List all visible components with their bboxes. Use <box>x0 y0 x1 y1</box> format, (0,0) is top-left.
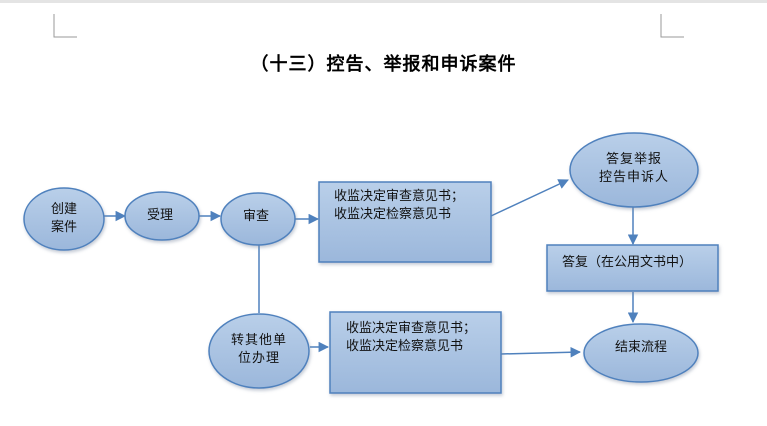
node-create-shape <box>23 187 105 251</box>
node-end-shape <box>583 323 699 383</box>
node-review-shape <box>220 192 296 246</box>
node-end-label: 结束流程 <box>614 340 667 355</box>
page-title: （十三）控告、举报和申诉案件 <box>250 54 517 75</box>
node-decision-bottom-shape <box>329 311 502 394</box>
node-reply-complainant-label: 答复举报 控告申诉人 <box>598 152 669 185</box>
arrow-decision-top-reply <box>490 179 569 217</box>
node-accept-shape <box>124 191 200 241</box>
node-decision-bottom-label: 收监决定审查意见书； 收监决定检察意见书 <box>346 321 477 354</box>
node-review-label: 审查 <box>242 209 269 224</box>
window-top-edge <box>0 0 767 3</box>
node-reply-document-label: 答复（在公用文书中） <box>561 255 692 270</box>
node-decision-top-shape <box>318 181 492 263</box>
node-reply-complainant-shape <box>569 132 699 208</box>
node-accept-label: 受理 <box>146 208 173 223</box>
node-transfer-shape <box>208 313 310 389</box>
arrow-decision-bottom-end <box>500 346 582 358</box>
node-decision-top-label: 收监决定审查意见书； 收监决定检察意见书 <box>334 189 465 222</box>
node-transfer-label: 转其他单 位办理 <box>230 333 287 366</box>
node-create-label: 创建 案件 <box>50 202 77 235</box>
node-reply-document-shape <box>546 244 719 292</box>
